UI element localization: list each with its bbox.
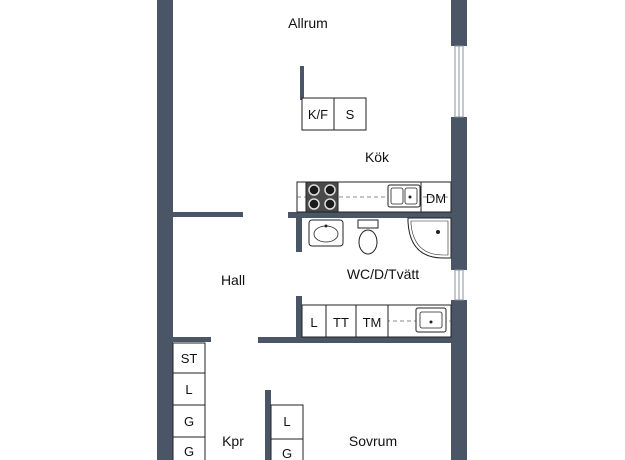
fridge-side-wall	[300, 66, 304, 100]
closet-st-box	[172, 342, 206, 374]
room-label-sovrum: Sovrum	[349, 433, 397, 449]
closet-st-label: ST	[181, 351, 198, 366]
toilet-icon	[357, 219, 379, 255]
kitchen-sink-drain	[408, 195, 412, 199]
bedroom-wall-left	[265, 390, 271, 460]
outer-wall-right-top	[451, 0, 467, 46]
fridge-s-box	[333, 97, 367, 131]
washbasin-icon	[308, 219, 344, 247]
dishwasher-box	[420, 181, 452, 213]
hall-wall-top	[173, 212, 243, 217]
toilet-bowl	[358, 229, 378, 255]
stove-burners-icon	[308, 184, 336, 210]
dishwasher-label: DM	[426, 191, 446, 206]
closet-g2-box	[172, 436, 206, 460]
fridge-kf-label: K/F	[308, 107, 328, 122]
burner-3	[308, 198, 320, 210]
burner-1	[308, 184, 320, 196]
bedroom-wardrobes: L G	[270, 404, 304, 460]
kitchen-wc-wall	[288, 212, 451, 218]
laundry-sink-outer	[415, 307, 447, 333]
room-label-allrum: Allrum	[288, 15, 328, 31]
bedroom-l-label: L	[283, 414, 290, 429]
windows	[454, 45, 464, 301]
closet-wall-top	[173, 337, 211, 342]
washbasin-drain	[324, 224, 328, 228]
outer-wall-right-bottom	[451, 300, 467, 460]
fridge-unit: K/F S	[300, 66, 367, 131]
room-label-hall: Hall	[221, 272, 245, 288]
wc-wall-bottom	[258, 337, 451, 343]
outer-wall-left	[157, 0, 173, 460]
laundry-l-box	[301, 304, 327, 338]
laundry-tt-label: TT	[333, 315, 349, 330]
closet-l-label: L	[185, 382, 192, 397]
kitchen-sink-icon	[387, 184, 421, 208]
laundry-tt-box	[325, 304, 357, 338]
shower-icon	[407, 217, 452, 259]
bedroom-l-box	[270, 404, 304, 440]
laundry-l-label: L	[310, 315, 317, 330]
burner-4	[324, 198, 336, 210]
laundry-sink-icon	[415, 307, 447, 333]
kitchen-counter: DM	[296, 181, 452, 213]
shower-drain	[436, 230, 440, 234]
laundry-counter: L TT TM	[301, 304, 452, 338]
closet-g1-box	[172, 404, 206, 438]
shower-tray	[407, 217, 452, 259]
kitchen-sink-basin-2	[404, 187, 418, 205]
burner-2	[324, 184, 336, 196]
shower-tray-inner	[410, 220, 449, 256]
laundry-tm-label: TM	[363, 315, 382, 330]
toilet-tank	[357, 219, 379, 229]
closet-g2-label: G	[184, 444, 194, 459]
wc-fixtures	[308, 217, 452, 259]
laundry-sink-basin	[419, 311, 443, 329]
room-label-kok: Kök	[365, 149, 390, 165]
closet-g1-label: G	[184, 414, 194, 429]
laundry-sink-drain	[429, 320, 433, 324]
bedroom-g-box	[270, 438, 304, 460]
fridge-kf-box	[301, 97, 335, 131]
room-label-wc: WC/D/Tvätt	[347, 266, 419, 282]
wc-wall-left-upper	[296, 218, 302, 252]
wc-wall-left-lower	[296, 296, 302, 342]
outer-wall-right-mid	[451, 117, 467, 270]
closet-storage: ST L G G	[172, 342, 206, 460]
laundry-tm-box	[355, 304, 389, 338]
fridge-s-label: S	[346, 107, 355, 122]
kitchen-sink-basin-1	[390, 187, 404, 205]
room-labels: Allrum Kök Hall WC/D/Tvätt Kpr Sovrum	[221, 15, 419, 449]
kitchen-sink-outer	[387, 184, 421, 208]
walls	[157, 0, 467, 460]
bedroom-g-label: G	[282, 446, 292, 460]
room-label-kpr: Kpr	[222, 433, 244, 449]
